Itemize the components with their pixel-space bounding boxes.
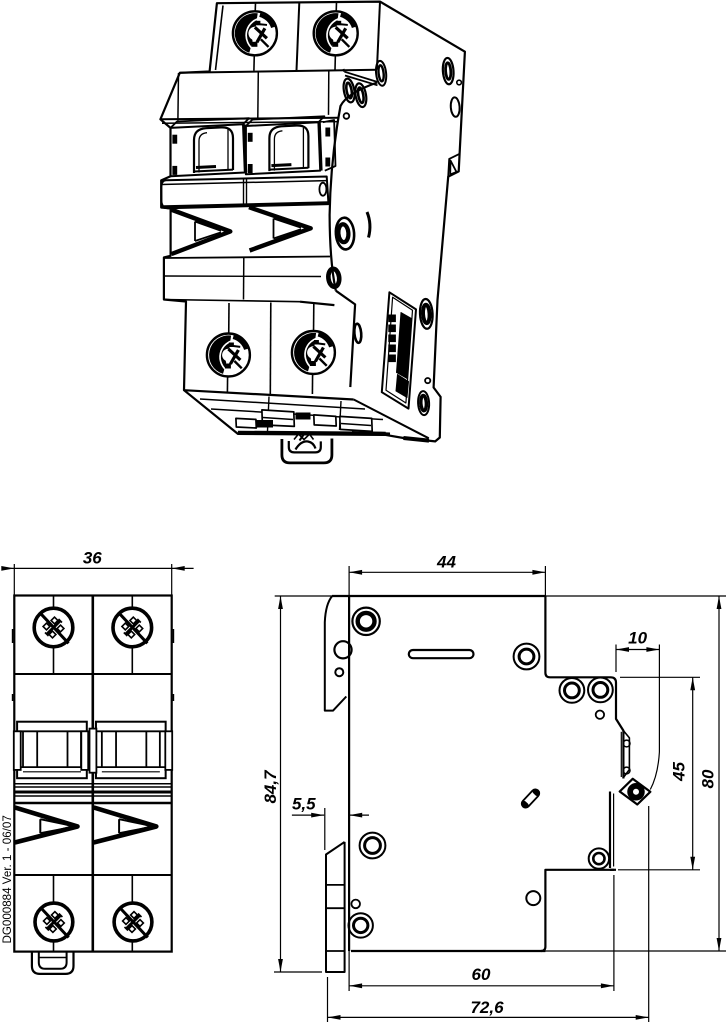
svg-text:80: 80 xyxy=(699,769,718,788)
svg-text:45: 45 xyxy=(670,762,689,782)
svg-text:10: 10 xyxy=(628,629,647,648)
svg-text:5,5: 5,5 xyxy=(292,795,316,814)
svg-text:36: 36 xyxy=(83,549,102,568)
svg-text:44: 44 xyxy=(436,553,456,572)
svg-text:60: 60 xyxy=(472,965,491,984)
svg-text:72,6: 72,6 xyxy=(470,998,504,1017)
svg-text:84,7: 84,7 xyxy=(261,769,280,804)
svg-text:DG000884 Ver. 1 - 06/07: DG000884 Ver. 1 - 06/07 xyxy=(1,815,14,943)
